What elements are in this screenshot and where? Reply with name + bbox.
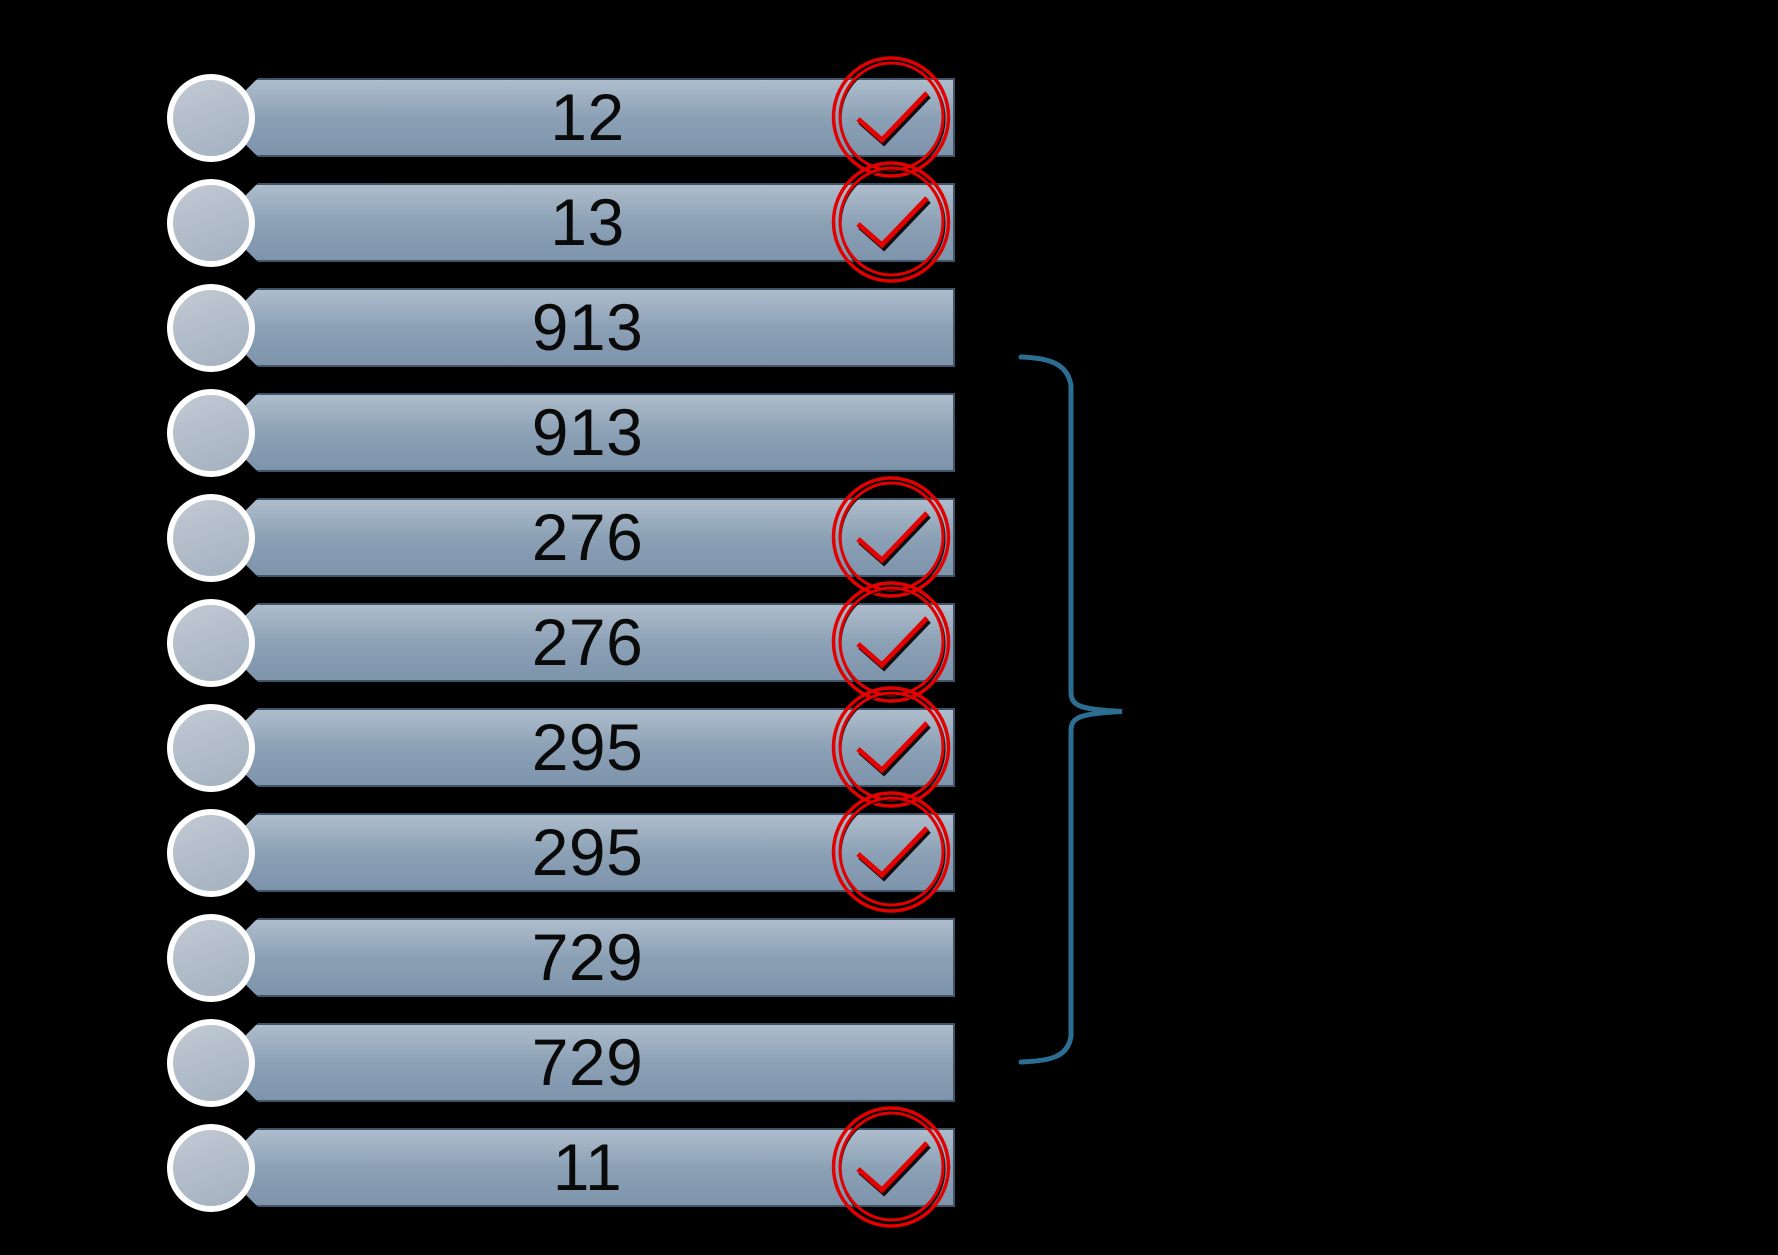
check-mark-icon xyxy=(831,56,951,178)
value-bar xyxy=(242,813,955,892)
bar-value: 13 xyxy=(550,185,625,259)
bullet-circle xyxy=(167,494,255,582)
grouping-brace xyxy=(1018,354,1123,1065)
value-bar xyxy=(242,183,955,262)
bar-value: 276 xyxy=(531,500,644,574)
bar-value: 12 xyxy=(550,80,625,154)
bar-value: 913 xyxy=(531,395,644,469)
bar-value: 11 xyxy=(552,1130,623,1204)
value-bar xyxy=(242,918,955,997)
value-bar xyxy=(242,393,955,472)
check-mark-icon xyxy=(831,1106,951,1228)
list-row: 276 xyxy=(0,476,1778,598)
list-row: 11 xyxy=(0,1106,1778,1228)
bullet-circle xyxy=(167,1124,255,1212)
check-mark-icon xyxy=(831,161,951,283)
list-row: 295 xyxy=(0,686,1778,808)
value-bar xyxy=(242,498,955,577)
bar-value: 295 xyxy=(531,710,644,784)
value-bar xyxy=(242,288,955,367)
value-bar xyxy=(242,708,955,787)
bullet-circle xyxy=(167,389,255,477)
list-row: 13 xyxy=(0,161,1778,283)
bullet-circle xyxy=(167,809,255,897)
bullet-circle xyxy=(167,599,255,687)
bar-value: 729 xyxy=(531,920,644,994)
check-mark-icon xyxy=(831,686,951,808)
bullet-circle xyxy=(167,704,255,792)
bar-value: 295 xyxy=(531,815,644,889)
bar-value: 913 xyxy=(531,290,644,364)
bullet-circle xyxy=(167,284,255,372)
bullet-circle xyxy=(167,1019,255,1107)
list-row: 276 xyxy=(0,581,1778,703)
bar-value: 276 xyxy=(531,605,644,679)
bullet-circle xyxy=(167,74,255,162)
list-row: 12 xyxy=(0,56,1778,178)
list-row: 729 xyxy=(0,1019,1778,1107)
bar-value: 729 xyxy=(531,1025,644,1099)
value-bar xyxy=(242,1023,955,1102)
list-row: 913 xyxy=(0,389,1778,477)
bullet-circle xyxy=(167,179,255,267)
list-row: 729 xyxy=(0,914,1778,1002)
check-mark-icon xyxy=(831,791,951,913)
value-bar xyxy=(242,1128,955,1207)
value-bar xyxy=(242,603,955,682)
list-row: 913 xyxy=(0,284,1778,372)
bullet-circle xyxy=(167,914,255,1002)
list-row: 295 xyxy=(0,791,1778,913)
